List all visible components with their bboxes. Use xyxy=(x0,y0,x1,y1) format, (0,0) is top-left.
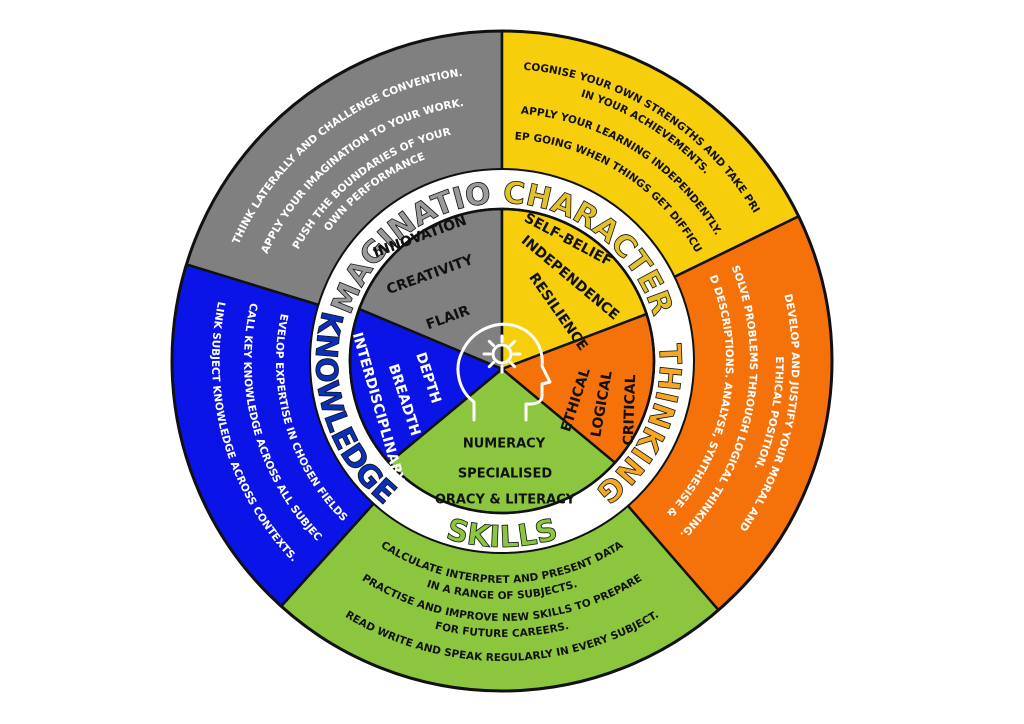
inner-text-thinking: CRITICAL xyxy=(621,374,639,446)
head-with-gear-icon xyxy=(456,322,552,422)
outer-border xyxy=(170,29,834,693)
inner-text-skills: SPECIALISED xyxy=(458,467,553,482)
inner-text-skills: ORACY & LITERACY xyxy=(435,493,576,508)
inner-circle xyxy=(348,207,656,515)
inner-text-skills: NUMERACY xyxy=(463,437,546,452)
